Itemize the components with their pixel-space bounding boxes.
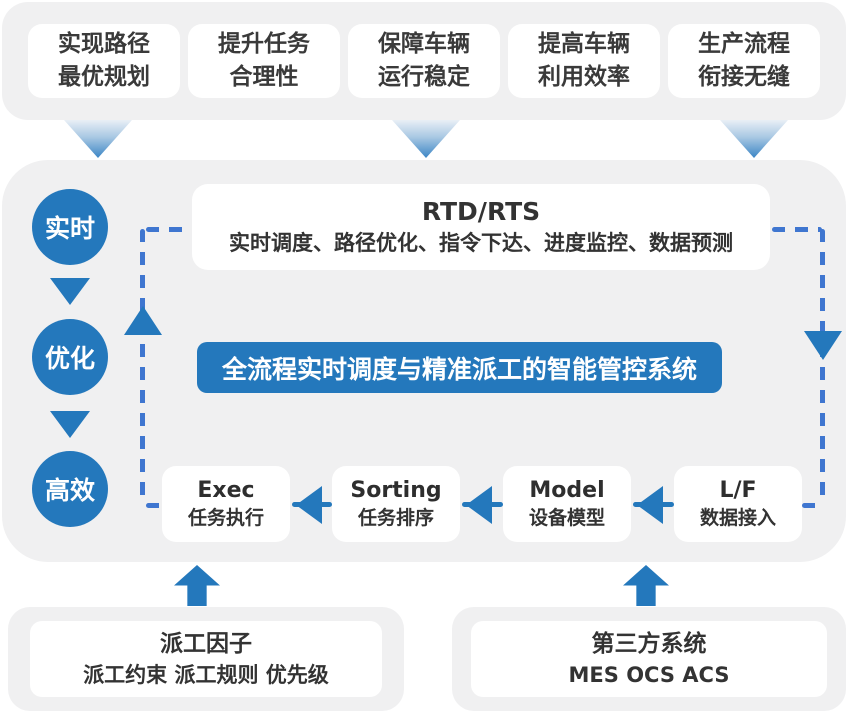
benefit-line: 衔接无缝 (698, 64, 790, 90)
stage-label: 任务排序 (357, 507, 434, 529)
benefit-box-seamless-process: 生产流程 衔接无缝 (668, 24, 820, 98)
stage-box-sorting: Sorting 任务排序 (332, 466, 460, 542)
third-party-inner: 第三方系统 MES OCS ACS (471, 621, 827, 697)
benefit-box-vehicle-efficiency: 提高车辆 利用效率 (508, 24, 660, 98)
benefit-line: 最优规划 (58, 64, 150, 90)
keyword-circle-realtime: 实时 (32, 189, 108, 265)
dashed-line-bottom-right (802, 503, 822, 508)
rtd-rts-subtitle: 实时调度、路径优化、指令下达、进度监控、数据预测 (229, 231, 733, 255)
down-arrow-icon (64, 120, 132, 158)
keyword-circle-efficient: 高效 (32, 451, 108, 527)
system-banner: 全流程实时调度与精准派工的智能管控系统 (197, 342, 722, 393)
stage-label: 任务执行 (187, 507, 264, 529)
left-arrow-icon (296, 486, 322, 524)
benefit-line: 利用效率 (538, 64, 630, 90)
down-arrow-icon (50, 411, 90, 438)
dispatch-factors-title: 派工因子 (160, 631, 252, 657)
stage-label: 数据接入 (699, 507, 776, 529)
left-arrow-icon (466, 486, 492, 524)
benefit-line: 提高车辆 (538, 31, 630, 57)
benefit-line: 保障车辆 (378, 31, 470, 57)
down-arrow-icon (50, 278, 90, 305)
dashed-line-left (140, 229, 145, 505)
third-party-title: 第三方系统 (591, 631, 707, 657)
benefit-line: 运行稳定 (378, 64, 470, 90)
dashed-line-top-left (146, 227, 194, 232)
benefit-box-vehicle-stability: 保障车辆 运行稳定 (348, 24, 500, 98)
down-arrow-icon (804, 331, 842, 360)
keyword-circle-optimize: 优化 (32, 319, 108, 395)
benefit-box-route-planning: 实现路径 最优规划 (28, 24, 180, 98)
benefit-box-task-rationality: 提升任务 合理性 (188, 24, 340, 98)
down-arrow-icon (392, 120, 460, 158)
rtd-rts-box: RTD/RTS 实时调度、路径优化、指令下达、进度监控、数据预测 (192, 184, 770, 270)
stage-box-lf: L/F 数据接入 (674, 466, 802, 542)
stage-name: Sorting (350, 478, 442, 503)
dashed-line-top-right (772, 227, 822, 232)
dispatch-factors-subtitle: 派工约束 派工规则 优先级 (83, 663, 329, 687)
rtd-rts-title: RTD/RTS (421, 197, 541, 226)
stage-name: Model (529, 478, 605, 503)
stage-label: 设备模型 (528, 507, 605, 529)
dashed-line-bottom-left (146, 503, 164, 508)
benefit-line: 生产流程 (698, 31, 790, 57)
third-party-subtitle: MES OCS ACS (568, 663, 730, 687)
stage-name: L/F (719, 478, 757, 503)
stage-name: Exec (197, 478, 255, 503)
up-arrow-icon (124, 306, 162, 335)
stage-box-model: Model 设备模型 (503, 466, 631, 542)
left-arrow-icon (637, 486, 663, 524)
down-arrow-icon (720, 120, 788, 158)
benefit-line: 实现路径 (58, 31, 150, 57)
benefit-line: 提升任务 (218, 31, 310, 57)
dispatch-factors-box: 派工因子 派工约束 派工规则 优先级 (8, 607, 404, 711)
up-arrow-icon (623, 565, 669, 606)
benefits-strip: 实现路径 最优规划 提升任务 合理性 保障车辆 运行稳定 提高车辆 利用效率 生… (2, 2, 846, 120)
third-party-box: 第三方系统 MES OCS ACS (452, 607, 846, 711)
up-arrow-icon (174, 565, 220, 606)
benefit-line: 合理性 (229, 64, 299, 90)
dashed-line-right (820, 229, 825, 505)
stage-box-exec: Exec 任务执行 (162, 466, 290, 542)
dispatch-factors-inner: 派工因子 派工约束 派工规则 优先级 (30, 621, 382, 697)
